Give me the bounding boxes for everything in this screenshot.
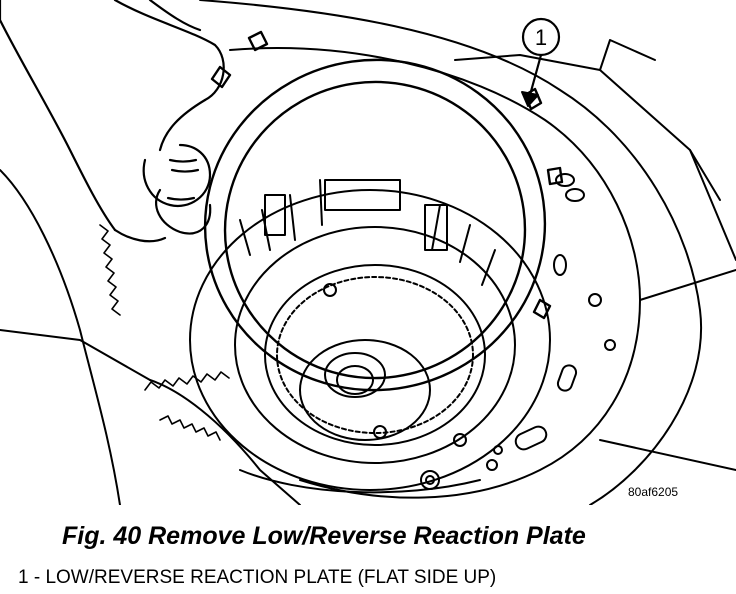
image-code: 80af6205 — [628, 485, 678, 499]
callout-number: 1 — [535, 25, 547, 50]
planetary-gear — [264, 264, 486, 447]
case-holes — [420, 173, 616, 490]
figure-caption: Fig. 40 Remove Low/Reverse Reaction Plat… — [62, 522, 586, 550]
transmission-illustration: 1 80af6205 — [0, 0, 736, 505]
low-reverse-reaction-plate — [203, 30, 564, 392]
callout-1: 1 — [521, 17, 561, 107]
transmission-case — [0, 0, 736, 505]
clutch-drum — [189, 179, 551, 491]
hand — [0, 0, 225, 243]
legend-item-1: 1 - LOW/REVERSE REACTION PLATE (FLAT SID… — [18, 567, 497, 588]
case-spline-teeth — [99, 224, 230, 441]
